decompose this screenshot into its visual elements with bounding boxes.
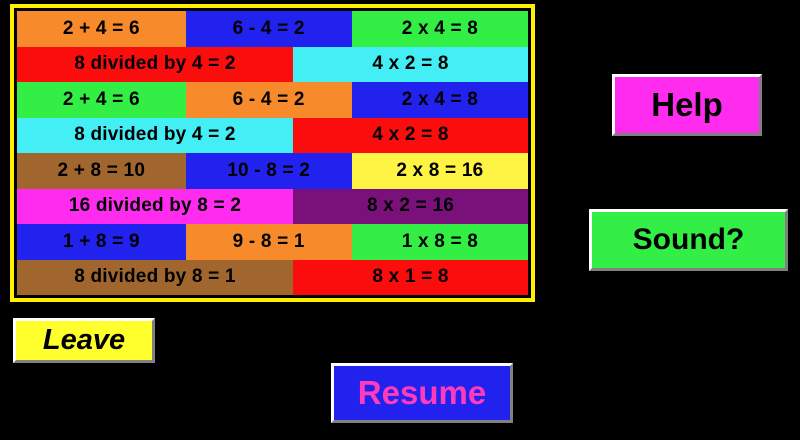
fact-cell[interactable]: 8 divided by 4 = 2 <box>17 117 293 153</box>
fact-cell[interactable]: 4 x 2 = 8 <box>292 46 528 82</box>
sound-button[interactable]: Sound? <box>589 209 788 271</box>
fact-cell[interactable]: 6 - 4 = 2 <box>185 11 352 47</box>
fact-cell[interactable]: 10 - 8 = 2 <box>185 153 352 189</box>
fact-cell[interactable]: 2 + 4 = 6 <box>17 82 186 118</box>
fact-cell[interactable]: 1 + 8 = 9 <box>17 224 186 260</box>
fact-cell[interactable]: 1 x 8 = 8 <box>351 224 528 260</box>
fact-cell[interactable]: 2 + 8 = 10 <box>17 153 186 189</box>
resume-button[interactable]: Resume <box>331 363 513 423</box>
fact-cell[interactable]: 8 divided by 4 = 2 <box>17 46 293 82</box>
fact-cell[interactable]: 2 + 4 = 6 <box>17 11 186 47</box>
fact-cell[interactable]: 9 - 8 = 1 <box>185 224 352 260</box>
help-button[interactable]: Help <box>612 74 762 136</box>
leave-button[interactable]: Leave <box>13 318 155 363</box>
fact-cell[interactable]: 16 divided by 8 = 2 <box>17 188 293 224</box>
fact-cell[interactable]: 8 x 1 = 8 <box>292 259 528 295</box>
fact-cell[interactable]: 8 divided by 8 = 1 <box>17 259 293 295</box>
fact-cell[interactable]: 2 x 4 = 8 <box>351 11 528 47</box>
fact-cell[interactable]: 2 x 8 = 16 <box>351 153 528 189</box>
fact-cell[interactable]: 4 x 2 = 8 <box>292 117 528 153</box>
fact-cell[interactable]: 2 x 4 = 8 <box>351 82 528 118</box>
fact-cell[interactable]: 8 x 2 = 16 <box>292 188 528 224</box>
fact-cell[interactable]: 6 - 4 = 2 <box>185 82 352 118</box>
